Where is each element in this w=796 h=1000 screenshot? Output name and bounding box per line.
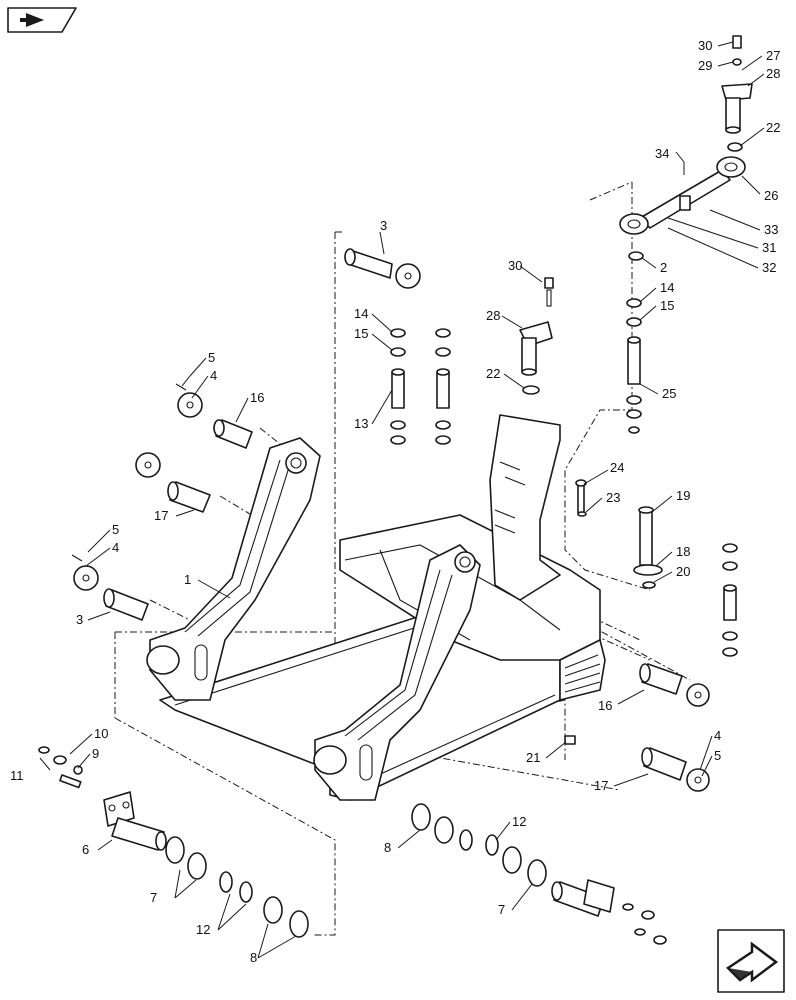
callout-16: 16 [598, 698, 612, 713]
back-arrow-icon[interactable] [7, 7, 77, 33]
next-page-arrow-icon[interactable] [717, 929, 785, 993]
callout-14: 14 [660, 280, 674, 295]
callout-21: 21 [526, 750, 540, 765]
callout-4: 4 [210, 368, 217, 383]
callout-15: 15 [354, 326, 368, 341]
callout-22: 22 [766, 120, 780, 135]
callout-26: 26 [764, 188, 778, 203]
callout-17: 17 [594, 778, 608, 793]
callout-27: 27 [766, 48, 780, 63]
callout-3: 3 [380, 218, 387, 233]
callout-1: 1 [184, 572, 191, 587]
callout-12: 12 [512, 814, 526, 829]
loader-frame-assembly [146, 414, 606, 801]
callout-17: 17 [154, 508, 168, 523]
callout-25: 25 [662, 386, 676, 401]
callout-6: 6 [82, 842, 89, 857]
callout-3: 3 [76, 612, 83, 627]
callout-13: 13 [354, 416, 368, 431]
callout-22: 22 [486, 366, 500, 381]
callout-31: 31 [762, 240, 776, 255]
callout-9: 9 [92, 746, 99, 761]
leader-lines [39, 41, 765, 959]
callout-4: 4 [112, 540, 119, 555]
callout-34: 34 [655, 146, 669, 161]
callout-5: 5 [112, 522, 119, 537]
callout-24: 24 [610, 460, 624, 475]
callout-16: 16 [250, 390, 264, 405]
callout-5: 5 [208, 350, 215, 365]
callout-23: 23 [606, 490, 620, 505]
callout-14: 14 [354, 306, 368, 321]
callout-labels: 30 29 27 28 22 34 26 33 31 32 2 3 30 28 … [10, 38, 780, 965]
callout-2: 2 [660, 260, 667, 275]
callout-33: 33 [764, 222, 778, 237]
callout-28: 28 [486, 308, 500, 323]
callout-20: 20 [676, 564, 690, 579]
callout-7: 7 [498, 902, 505, 917]
callout-12: 12 [196, 922, 210, 937]
callout-30: 30 [698, 38, 712, 53]
callout-18: 18 [676, 544, 690, 559]
callout-29: 29 [698, 58, 712, 73]
callout-7: 7 [150, 890, 157, 905]
callout-30: 30 [508, 258, 522, 273]
callout-28: 28 [766, 66, 780, 81]
callout-4: 4 [714, 728, 721, 743]
loose-parts [38, 35, 753, 945]
callout-8: 8 [384, 840, 391, 855]
callout-19: 19 [676, 488, 690, 503]
callout-5: 5 [714, 748, 721, 763]
callout-8: 8 [250, 950, 257, 965]
callout-32: 32 [762, 260, 776, 275]
callout-11: 11 [10, 768, 24, 783]
callout-10: 10 [94, 726, 108, 741]
callout-15: 15 [660, 298, 674, 313]
